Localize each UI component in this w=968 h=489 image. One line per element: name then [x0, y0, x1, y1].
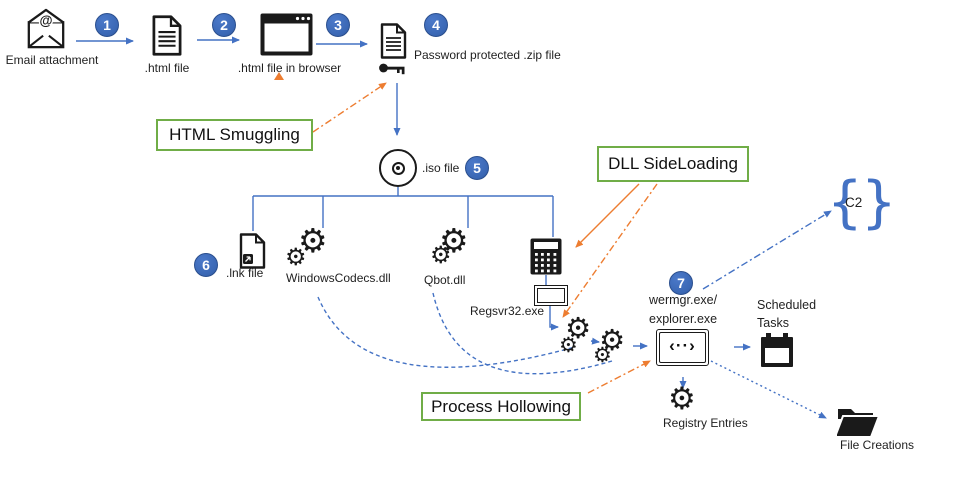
html-smuggling-label: HTML Smuggling — [169, 125, 300, 144]
code-window-glyph: ‹··› — [669, 336, 696, 355]
c2-label: C2 — [845, 195, 863, 210]
iso-disc-icon — [379, 149, 417, 187]
file-creations-label: File Creations — [840, 438, 915, 452]
step-badge-4: 4 — [424, 13, 448, 37]
registry-gear-icon: ⚙ — [668, 381, 696, 417]
step-number: 2 — [220, 17, 228, 33]
regsvr32-calculator-icon — [530, 238, 562, 275]
browser-icon — [260, 13, 313, 56]
scheduled-tasks-label-line2: Tasks — [757, 316, 789, 330]
scheduled-tasks-label-line1: Scheduled — [757, 298, 817, 312]
c2-brace-right: } — [861, 170, 897, 235]
step-badge-7: 7 — [669, 271, 693, 295]
scheduled-tasks-calendar-icon — [761, 333, 793, 367]
step-number: 3 — [334, 17, 342, 33]
password-zip-label: Password protected .zip file — [414, 48, 561, 62]
arrow-gears-to-gears — [590, 337, 600, 345]
line-smuggling-to-zip — [312, 82, 387, 133]
step-number: 4 — [432, 17, 440, 33]
dll-sideloading-box: DLL SideLoading — [597, 146, 749, 182]
html-file-icon — [152, 15, 182, 56]
qbot-gear-small-icon: ⚙ — [430, 241, 452, 269]
arrow-regsvr-to-gears — [549, 306, 559, 331]
regsvr32-label: Regsvr32.exe — [470, 304, 545, 318]
arrow-wermgr-to-files — [710, 360, 827, 419]
dll-sideloading-label: DLL SideLoading — [608, 154, 738, 173]
step-number: 7 — [677, 275, 685, 291]
step-number: 5 — [473, 160, 481, 176]
registry-entries-label: Registry Entries — [663, 416, 748, 430]
c2-brace-left: { — [827, 170, 863, 235]
file-creations-folder-icon — [837, 409, 879, 438]
email-attachment-icon: @ — [27, 8, 65, 49]
injected-gear-b-small-icon: ⚙ — [593, 343, 612, 367]
wermgr-label-line2: explorer.exe — [649, 312, 718, 326]
line-sideloading-to-gears — [562, 183, 658, 318]
step-number: 1 — [103, 17, 111, 33]
wermgr-label-line1: wermgr.exe/ — [649, 293, 718, 307]
iso-file-label: .iso file — [422, 161, 460, 175]
qbot-dll-label: Qbot.dll — [424, 273, 466, 287]
step-badge-1: 1 — [95, 13, 119, 37]
lnk-file-icon — [239, 233, 266, 269]
line-sideloading-to-regsvr — [575, 183, 640, 248]
step-badge-2: 2 — [212, 13, 236, 37]
lnk-file-label: .lnk file — [226, 266, 264, 280]
step-number: 6 — [202, 257, 210, 273]
step-badge-6: 6 — [194, 253, 218, 277]
zip-file-icon — [380, 23, 407, 59]
windows-codecs-label: WindowsCodecs.dll — [286, 271, 391, 285]
html-file-label: .html file — [144, 61, 190, 75]
html-in-browser-label: .html file in browser — [237, 61, 342, 75]
line-wermgr-to-c2 — [702, 210, 832, 290]
injected-gear-a-small-icon: ⚙ — [559, 333, 578, 357]
email-attachment-label: Email attachment — [5, 53, 99, 67]
wermgr-process-icon: ‹··› — [656, 329, 709, 366]
regsvr32-window-icon — [534, 285, 568, 306]
step-badge-3: 3 — [326, 13, 350, 37]
windows-codecs-gear-small-icon: ⚙ — [285, 243, 307, 271]
html-smuggling-box: HTML Smuggling — [156, 119, 313, 151]
key-icon — [379, 63, 405, 75]
process-hollowing-label: Process Hollowing — [431, 396, 571, 416]
process-hollowing-box: Process Hollowing — [421, 392, 581, 421]
svg-text:@: @ — [39, 13, 52, 28]
step-badge-5: 5 — [465, 156, 489, 180]
